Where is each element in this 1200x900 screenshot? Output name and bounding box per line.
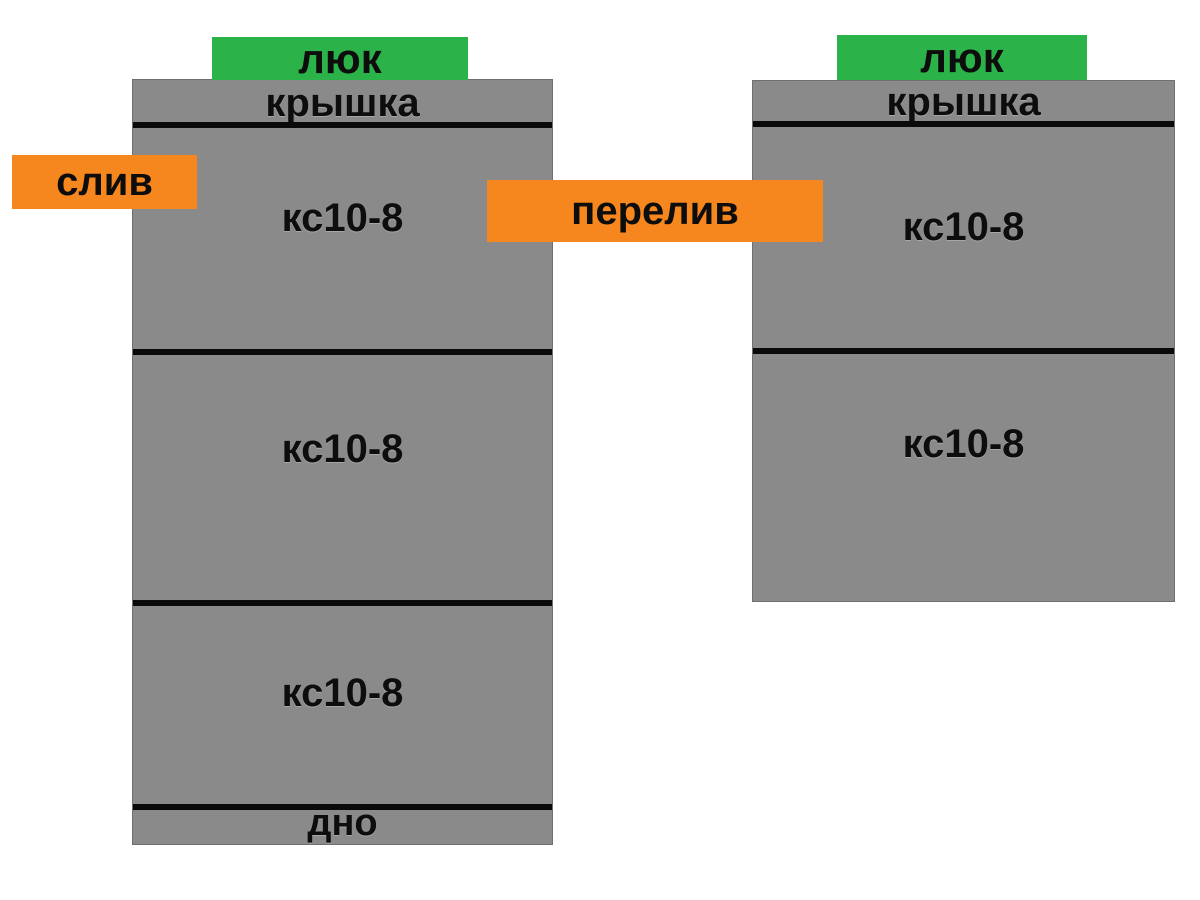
left-tank-joint-line-3 [133,600,552,606]
right-tank-lid-label: крышка [886,80,1041,124]
drain-pipe-label: слив [56,159,153,204]
left-tank-bottom-label: дно [307,802,378,844]
left-tank-ring-2-label: кс10-8 [281,427,404,471]
left-tank-joint-line-1 [133,122,552,128]
drain-pipe-badge: слив [12,155,197,209]
left-tank: крышка кс10-8 кс10-8 кс10-8 дно [132,79,553,845]
right-tank-joint-line-2 [753,348,1174,354]
right-tank-hatch-badge: люк [837,33,1087,81]
right-tank-hatch-label: люк [920,33,1004,81]
left-tank-hatch-badge: люк [212,34,468,82]
left-tank-joint-line-4 [133,804,552,810]
left-tank-ring-1-label: кс10-8 [281,196,404,240]
left-tank-ring-3-label: кс10-8 [281,671,404,715]
overflow-pipe-badge: перелив [487,180,823,242]
right-tank-ring-2-label: кс10-8 [902,422,1025,466]
right-tank-joint-line-1 [753,121,1174,127]
right-tank: крышка кс10-8 кс10-8 [752,80,1175,602]
overflow-pipe-label: перелив [571,188,739,233]
left-tank-joint-line-2 [133,349,552,355]
right-tank-ring-1-label: кс10-8 [902,205,1025,249]
left-tank-hatch-label: люк [298,34,382,82]
left-tank-lid-label: крышка [265,81,420,125]
